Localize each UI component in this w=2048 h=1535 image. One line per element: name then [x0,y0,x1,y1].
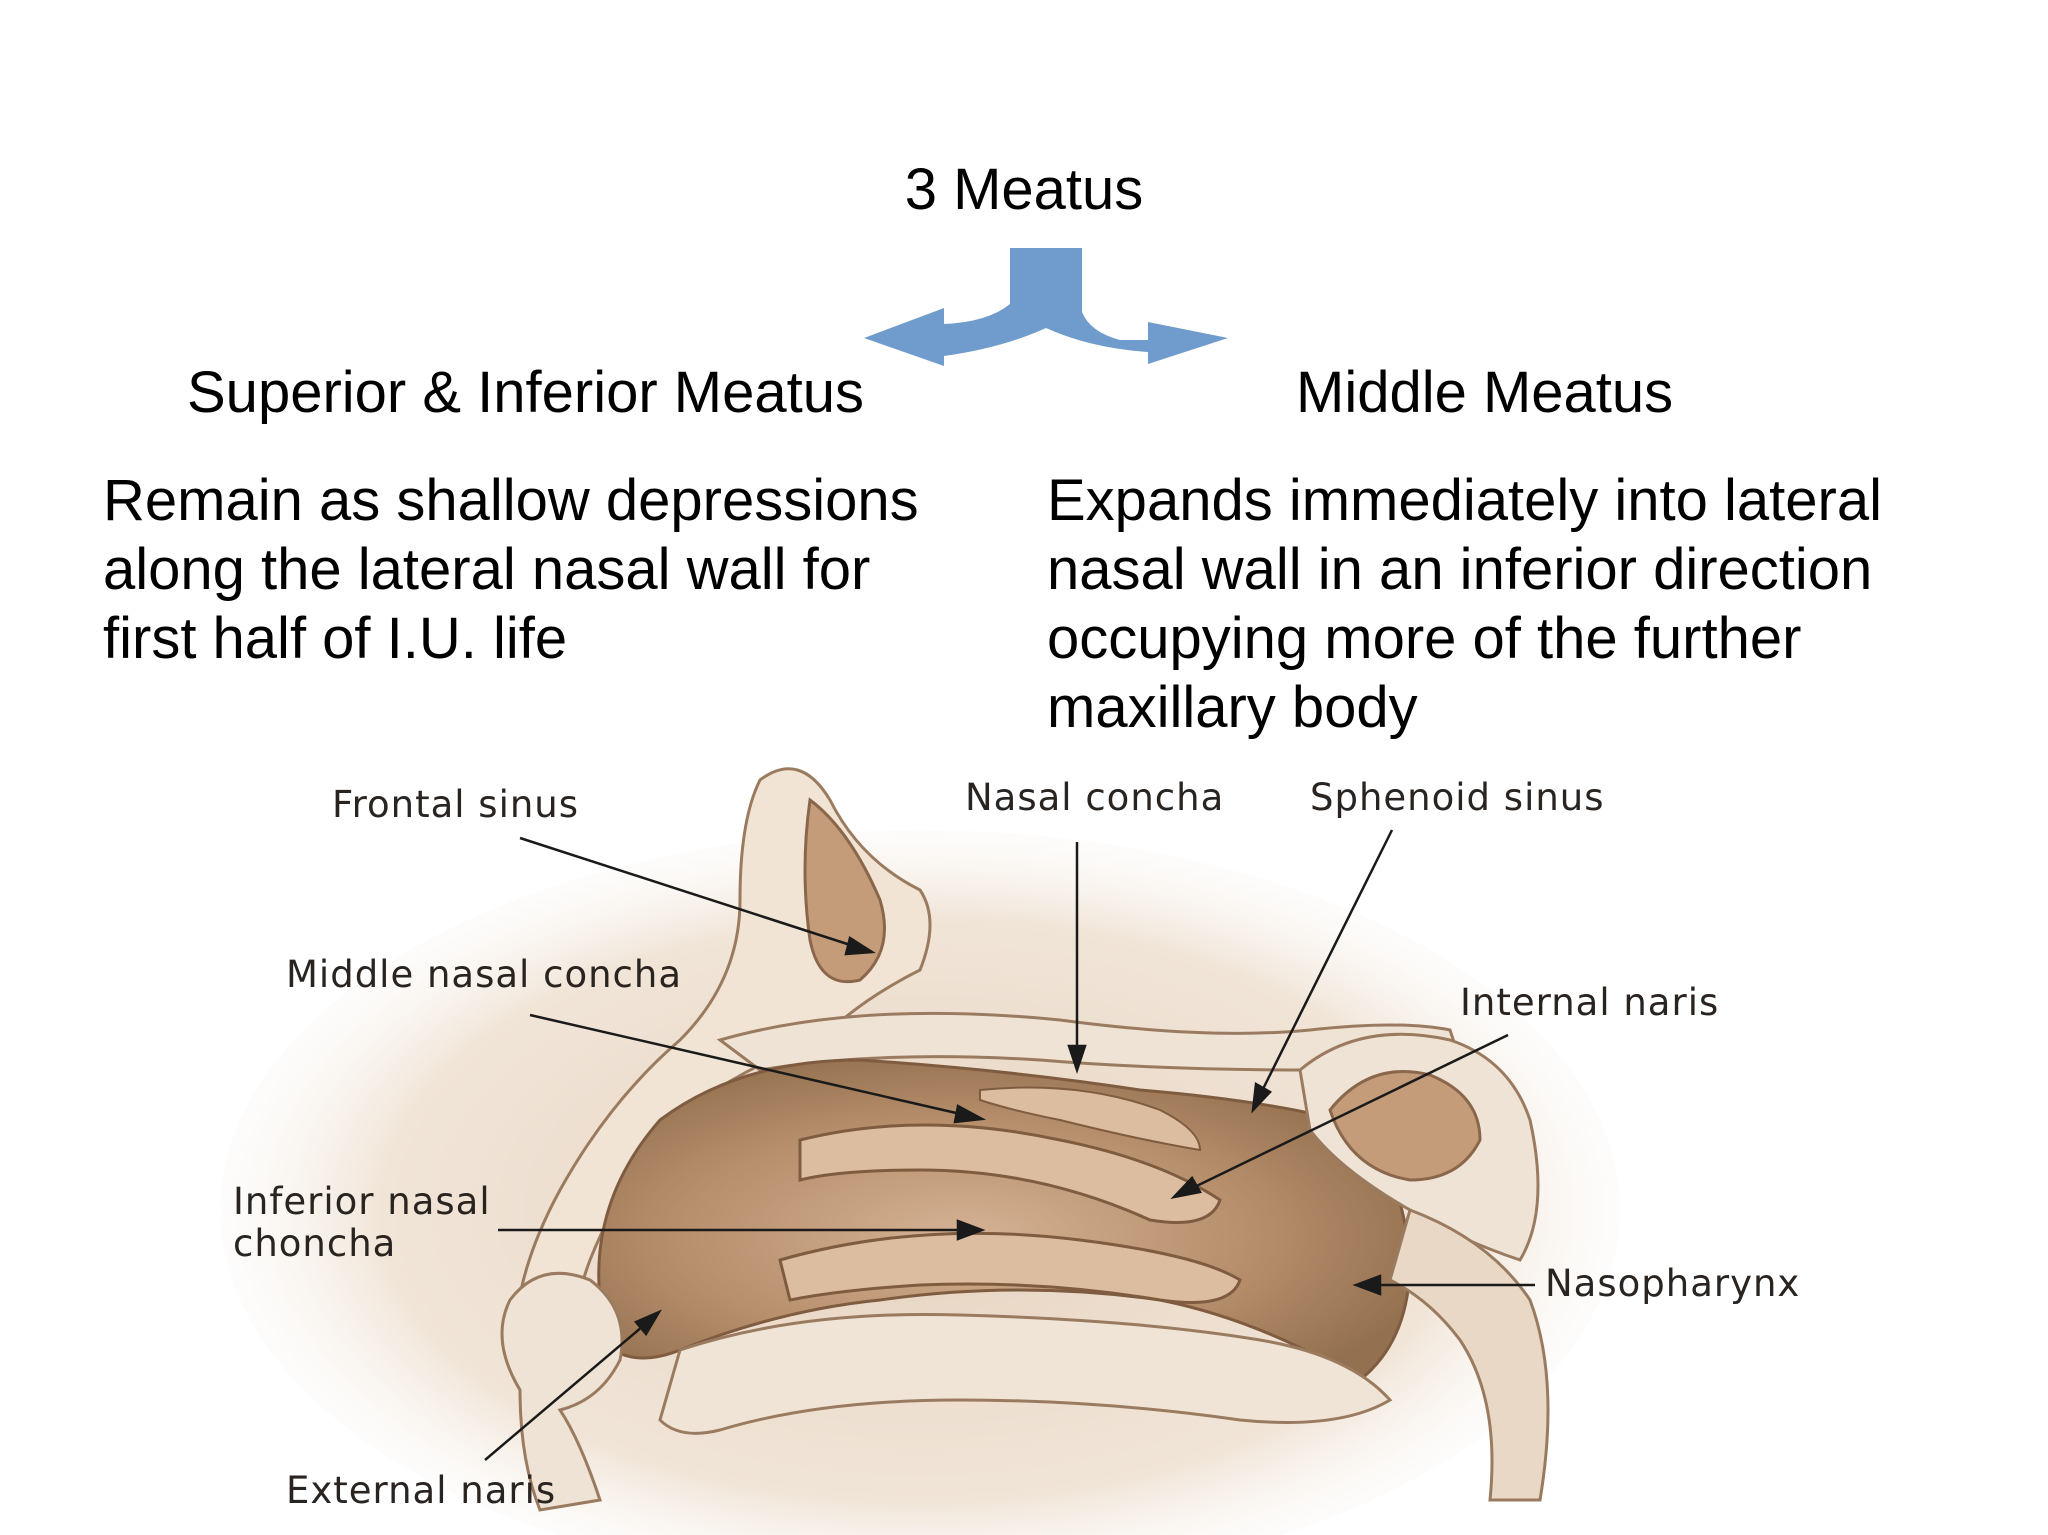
nasal-concha-arrowhead [1067,1044,1087,1074]
right-description-line: maxillary body [1047,675,1418,740]
middle-concha-shape [798,1123,1222,1224]
label-frontal-sinus: Frontal sinus [332,783,579,826]
left-description: Remain as shallow depressions along the … [103,466,1003,673]
inferior-concha-arrowhead [956,1219,986,1241]
right-description-line: occupying more of the further [1047,606,1802,671]
internal-naris-leader [1177,1033,1509,1197]
middle-concha-arrowhead [953,1104,987,1124]
right-description-line: nasal wall in an inferior direction [1047,537,1873,602]
right-heading: Middle Meatus [1296,360,1674,425]
external-naris-arrowhead [633,1309,663,1337]
right-description-line: Expands immediately into lateral [1047,468,1882,533]
middle-concha-leader [529,1013,979,1120]
external-naris-leader [484,1314,657,1461]
sphenoid-sinus-shape [1328,1070,1482,1182]
split-arrow-icon [864,248,1228,366]
label-nasal-concha: Nasal concha [965,776,1224,819]
frontal-sinus-leader [519,836,873,954]
right-description: Expands immediately into lateral nasal w… [1047,466,2007,742]
slide-title: 3 Meatus [904,157,1144,222]
internal-naris-arrowhead [1170,1175,1202,1199]
sphenoid-sinus-leader [1253,829,1394,1106]
left-description-line: first half of I.U. life [103,606,568,671]
palate [658,1312,1393,1435]
label-nasopharynx: Nasopharynx [1545,1262,1800,1305]
pharynx-wall [1388,1208,1550,1502]
left-heading: Superior & Inferior Meatus [187,360,864,425]
left-description-line: Remain as shallow depressions [103,468,919,533]
label-sphenoid-sinus: Sphenoid sinus [1310,776,1605,819]
label-internal-naris: Internal naris [1460,981,1719,1024]
superior-concha-shape [979,1086,1202,1152]
nasopharynx-arrowhead [1352,1274,1382,1296]
inferior-concha-shape [778,1231,1242,1304]
frontal-sinus-arrowhead [844,936,876,956]
external-nose [500,1271,624,1512]
label-inferior-nasal-concha: Inferior nasal [233,1180,491,1223]
label-external-naris: External naris [286,1469,556,1512]
nasal-cavity-illustration: Frontal sinus Nasal concha Sphenoid sinu… [220,767,1800,1535]
sphenoid-sinus-arrowhead [1251,1081,1272,1114]
left-description-line: along the lateral nasal wall for [103,537,871,602]
label-middle-nasal-concha: Middle nasal concha [286,953,682,996]
label-inferior-nasal-concha-line2: choncha [233,1222,396,1265]
